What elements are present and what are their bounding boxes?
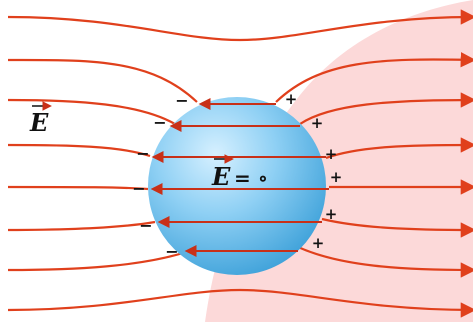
- positive-charge: +: [285, 90, 298, 108]
- negative-charge: −: [175, 91, 188, 110]
- field-line: [7, 59, 473, 103]
- negative-charge: −: [132, 179, 145, 198]
- conducting-sphere: [148, 97, 326, 275]
- negative-charge: −: [139, 216, 152, 235]
- field-line: [7, 245, 473, 270]
- inside-field-value: = ∘: [234, 166, 268, 190]
- positive-charge: +: [311, 114, 324, 132]
- field-line: [7, 187, 473, 189]
- external-field-symbol: E: [29, 108, 49, 137]
- negative-charge: −: [153, 113, 166, 132]
- positive-charge: +: [325, 205, 338, 223]
- field-line: [7, 288, 473, 318]
- field-line: [7, 100, 473, 125]
- negative-charge: −: [165, 242, 178, 261]
- positive-charge: +: [330, 168, 343, 186]
- inside-field-label: E = ∘: [211, 154, 268, 191]
- induced-field-arrows: [150, 98, 329, 257]
- negative-charges: −−−−−−: [132, 91, 188, 261]
- external-field-lines: [7, 9, 473, 318]
- external-field-label: E: [29, 101, 52, 137]
- field-line: [7, 9, 473, 42]
- positive-charge: +: [325, 145, 338, 163]
- negative-charge: −: [136, 144, 149, 163]
- field-line: [7, 219, 473, 230]
- positive-charges: ++++++: [285, 90, 343, 252]
- inside-field-symbol: E: [211, 162, 231, 191]
- positive-charge: +: [312, 234, 325, 252]
- field-line: [7, 145, 473, 158]
